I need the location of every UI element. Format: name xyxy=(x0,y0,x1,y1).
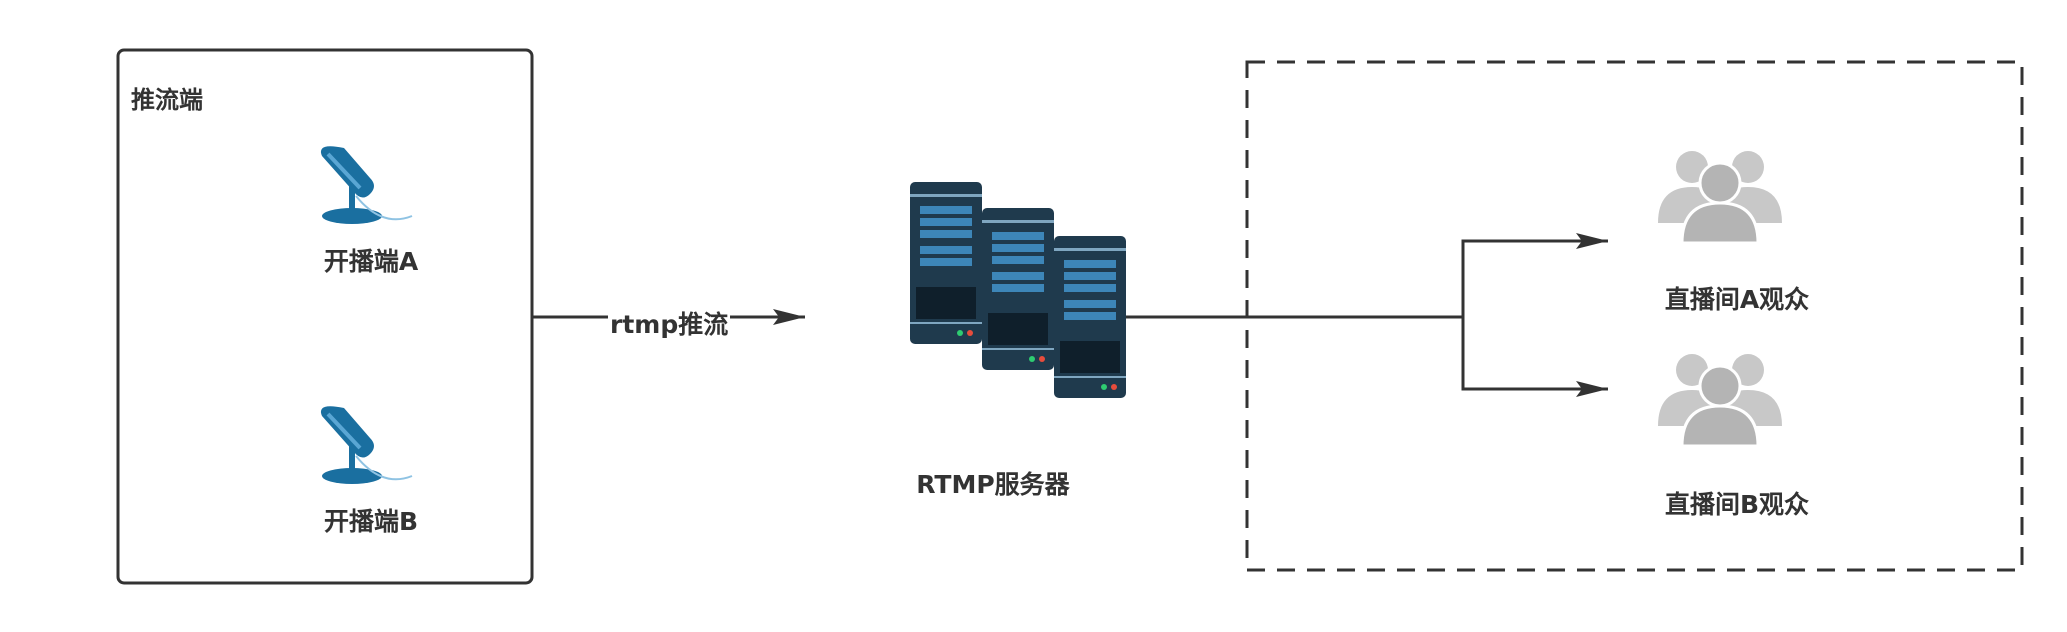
edge-push-label: rtmp推流 xyxy=(608,305,731,341)
broadcaster-a-label: 开播端A xyxy=(323,247,419,276)
microphone-icon xyxy=(318,144,414,226)
server-stack-icon xyxy=(910,182,1126,398)
edge-branch-a xyxy=(1461,233,1608,317)
server-label: RTMP服务器 xyxy=(916,470,1070,499)
user-group-icon xyxy=(1656,352,1784,448)
user-group-icon xyxy=(1656,149,1784,245)
audience-b-label: 直播间B观众 xyxy=(1664,490,1810,519)
edge-branch-b xyxy=(1461,317,1608,397)
audience-a-label: 直播间A观众 xyxy=(1664,285,1810,314)
push-group-label: 推流端 xyxy=(131,86,203,114)
microphone-icon xyxy=(318,404,414,486)
broadcaster-b-label: 开播端B xyxy=(323,507,419,536)
